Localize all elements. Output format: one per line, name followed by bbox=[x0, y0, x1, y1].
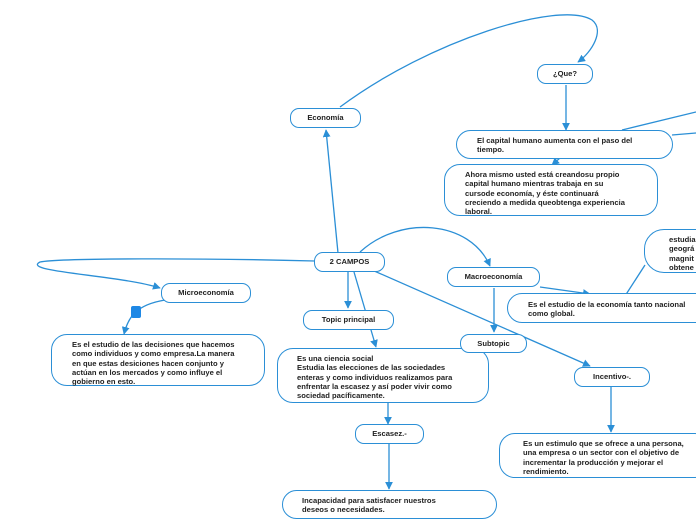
node-microeconomia-label: Microeconomía bbox=[178, 288, 234, 298]
node-que-label: ¿Que? bbox=[552, 69, 578, 79]
node-2-campos-label: 2 CAMPOS bbox=[329, 257, 370, 267]
node-ciencia-social[interactable]: Es una ciencia social Estudia las elecci… bbox=[277, 348, 489, 403]
node-incentivo-definition-text: Es un estimulo que se ofrece a una perso… bbox=[523, 439, 684, 476]
node-ahora-text: Ahora mismo usted está creandosu propio … bbox=[465, 170, 625, 216]
node-ciencia-social-text: Es una ciencia social Estudia las elecci… bbox=[297, 354, 453, 400]
node-estudia-text: estudia geográ magnit obtene bbox=[669, 235, 696, 272]
node-estudia[interactable]: estudia geográ magnit obtene bbox=[644, 229, 696, 273]
node-micro-definition[interactable]: Es el estudio de las decisiones que hace… bbox=[51, 334, 265, 386]
node-topic-principal[interactable]: Topic principal bbox=[303, 310, 394, 330]
connector-campos-macro bbox=[359, 226, 491, 267]
node-escasez-definition-text: Incapacidad para satisfacer nuestros des… bbox=[302, 496, 436, 515]
connector-campos-subtopic bbox=[353, 271, 378, 348]
connector-campos-economia bbox=[322, 129, 339, 254]
node-economia-label: Economía bbox=[307, 113, 344, 123]
connector-capital-ahora bbox=[551, 157, 561, 166]
node-escasez[interactable]: Escasez.- bbox=[355, 424, 424, 444]
node-economia[interactable]: Economía bbox=[290, 108, 361, 128]
node-subtopic[interactable]: Subtopic bbox=[460, 334, 527, 353]
node-macroeconomia-label: Macroeconomía bbox=[464, 272, 523, 282]
node-escasez-definition[interactable]: Incapacidad para satisfacer nuestros des… bbox=[282, 490, 497, 519]
node-macro-definition[interactable]: Es el estudio de la economía tanto nacio… bbox=[507, 293, 696, 323]
connector-capital-right-1 bbox=[621, 111, 696, 131]
node-escasez-label: Escasez.- bbox=[372, 429, 407, 439]
node-2-campos[interactable]: 2 CAMPOS bbox=[314, 252, 385, 272]
connector-economia-que bbox=[339, 14, 598, 108]
connector-macro-def bbox=[539, 286, 591, 297]
node-subtopic-label: Subtopic bbox=[477, 338, 510, 348]
node-macroeconomia[interactable]: Macroeconomía bbox=[447, 267, 540, 287]
node-que[interactable]: ¿Que? bbox=[537, 64, 593, 84]
node-macro-definition-text: Es el estudio de la economía tanto nacio… bbox=[528, 300, 686, 319]
node-incentivo-label: Incentivo-. bbox=[593, 372, 631, 382]
node-incentivo[interactable]: Incentivo-. bbox=[574, 367, 650, 387]
node-capital-text: El capital humano aumenta con el paso de… bbox=[477, 136, 633, 155]
node-micro-definition-text: Es el estudio de las decisiones que hace… bbox=[72, 340, 235, 386]
node-microeconomia[interactable]: Microeconomía bbox=[161, 283, 251, 303]
node-ahora[interactable]: Ahora mismo usted está creandosu propio … bbox=[444, 164, 658, 216]
connector-capital-right-2 bbox=[671, 132, 696, 136]
node-capital[interactable]: El capital humano aumenta con el paso de… bbox=[456, 130, 673, 159]
connector-micro-def bbox=[121, 299, 166, 335]
connector-estudia-def bbox=[624, 264, 646, 297]
node-incentivo-definition[interactable]: Es un estimulo que se ofrece a una perso… bbox=[499, 433, 696, 478]
connector-campos-micro bbox=[36, 258, 316, 290]
connector-campos-incentivo bbox=[371, 269, 591, 367]
node-topic-principal-label: Topic principal bbox=[321, 315, 376, 325]
collapse-handle-icon bbox=[131, 306, 141, 318]
